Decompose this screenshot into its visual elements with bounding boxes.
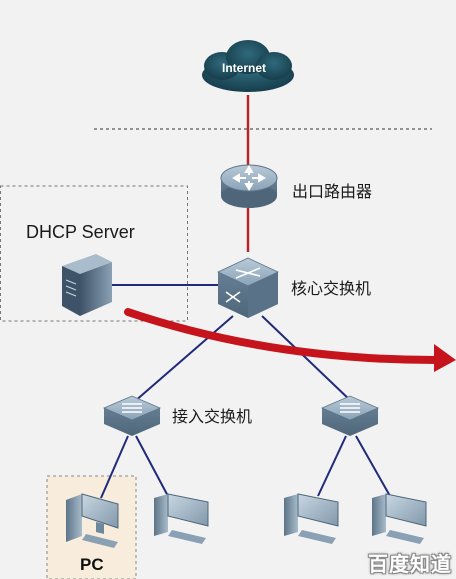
pc-icon xyxy=(66,493,119,548)
lan-links xyxy=(100,284,391,499)
core-switch-label: 核心交换机 xyxy=(291,279,372,298)
watermark: 百度知道 xyxy=(368,552,452,576)
pc-icon xyxy=(372,493,427,544)
access-switch-icon xyxy=(320,395,380,436)
core-switch-icon xyxy=(217,257,279,318)
traffic-flow-arrow xyxy=(124,308,456,372)
dhcp-server-box xyxy=(0,185,188,322)
internet-label: Internet xyxy=(222,61,267,75)
server-icon xyxy=(62,254,112,316)
cloud-icon xyxy=(202,40,294,92)
exit-router-label: 出口路由器 xyxy=(292,182,373,201)
pc-icon xyxy=(154,493,209,544)
access-switch-icon xyxy=(102,395,162,436)
router-icon xyxy=(220,164,278,208)
pc-icon xyxy=(284,493,339,544)
access-switch-label: 接入交换机 xyxy=(172,407,253,426)
pc-group-box xyxy=(46,475,137,579)
pc-group-label: PC xyxy=(80,555,104,574)
dhcp-server-label: DHCP Server xyxy=(26,222,135,242)
